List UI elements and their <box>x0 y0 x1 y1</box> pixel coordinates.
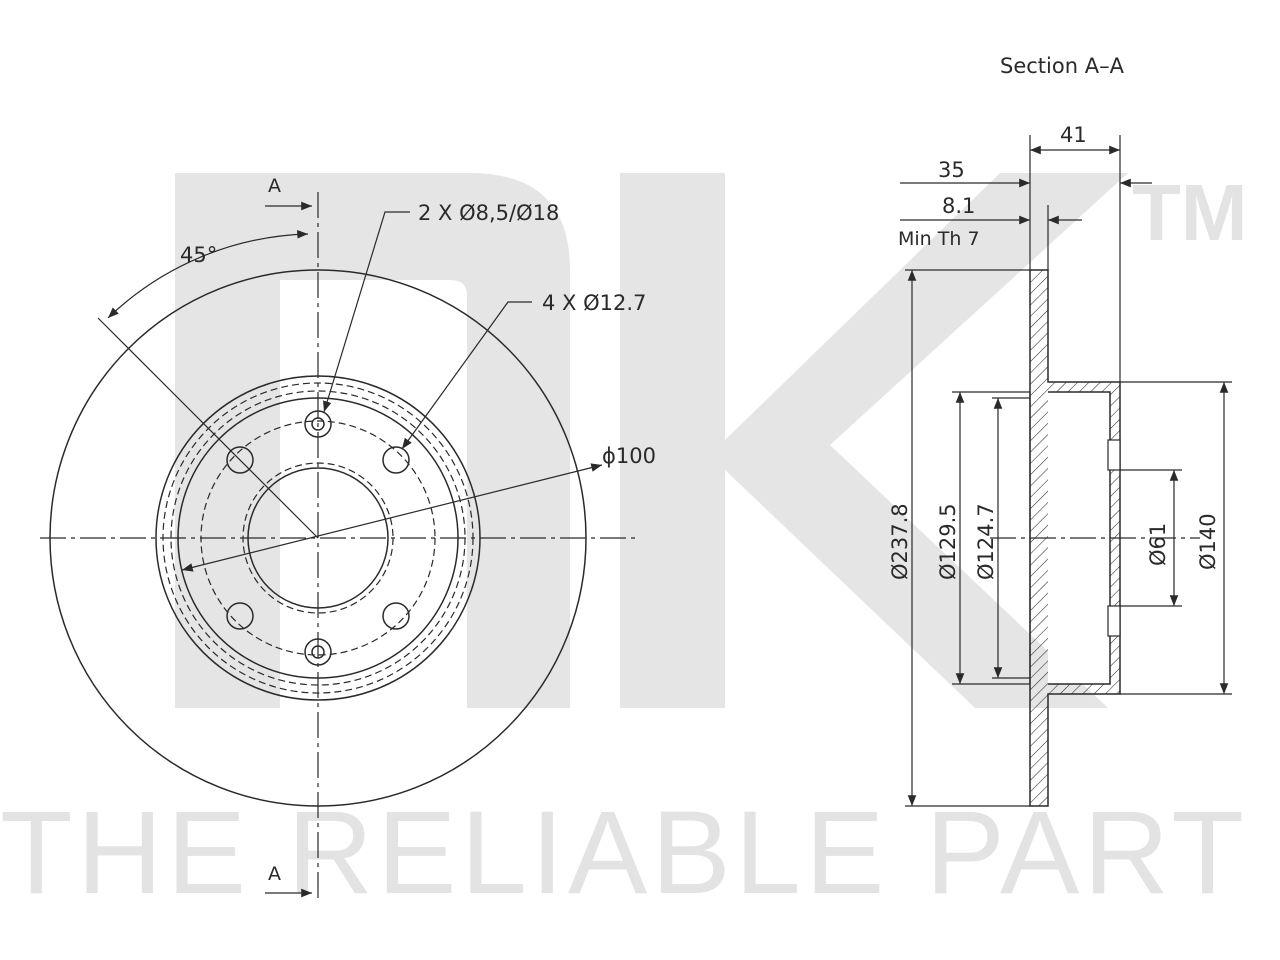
angle-label: 45° <box>180 243 217 267</box>
disc-front-view: 45° ϕ100 2 X Ø8,5/Ø18 4 X Ø12.7 A A <box>40 175 656 902</box>
centre-bore-dim: Ø61 <box>1146 523 1170 566</box>
section-view: Section A–A 41 35 8.1 Min Th 7 Ø237.8 Ø1… <box>888 54 1232 807</box>
dia-124-dim: Ø124.7 <box>974 503 998 580</box>
section-marker-top: A <box>268 175 281 197</box>
min-thickness-label: Min Th 7 <box>898 228 980 250</box>
dia-129-dim: Ø129.5 <box>936 503 960 580</box>
bolt-holes-label: 2 X Ø8,5/Ø18 <box>418 201 559 225</box>
tagline-watermark: THE RELIABLE PART <box>0 787 1248 919</box>
stud-holes-label: 4 X Ø12.7 <box>542 291 646 315</box>
thickness-dim: 8.1 <box>942 194 975 218</box>
stud-hole <box>226 602 254 630</box>
section-title: Section A–A <box>1000 54 1125 78</box>
overall-height-dim: 41 <box>1060 123 1087 147</box>
stud-hole <box>382 602 410 630</box>
pitch-circle-label: ϕ100 <box>602 444 656 468</box>
hat-height-dim: 35 <box>938 158 965 182</box>
hat-diameter-dim: Ø140 <box>1196 513 1220 570</box>
outer-diameter-dim: Ø237.8 <box>888 503 912 580</box>
section-marker-bottom: A <box>268 863 281 885</box>
trademark-mark: TM <box>1132 168 1248 257</box>
